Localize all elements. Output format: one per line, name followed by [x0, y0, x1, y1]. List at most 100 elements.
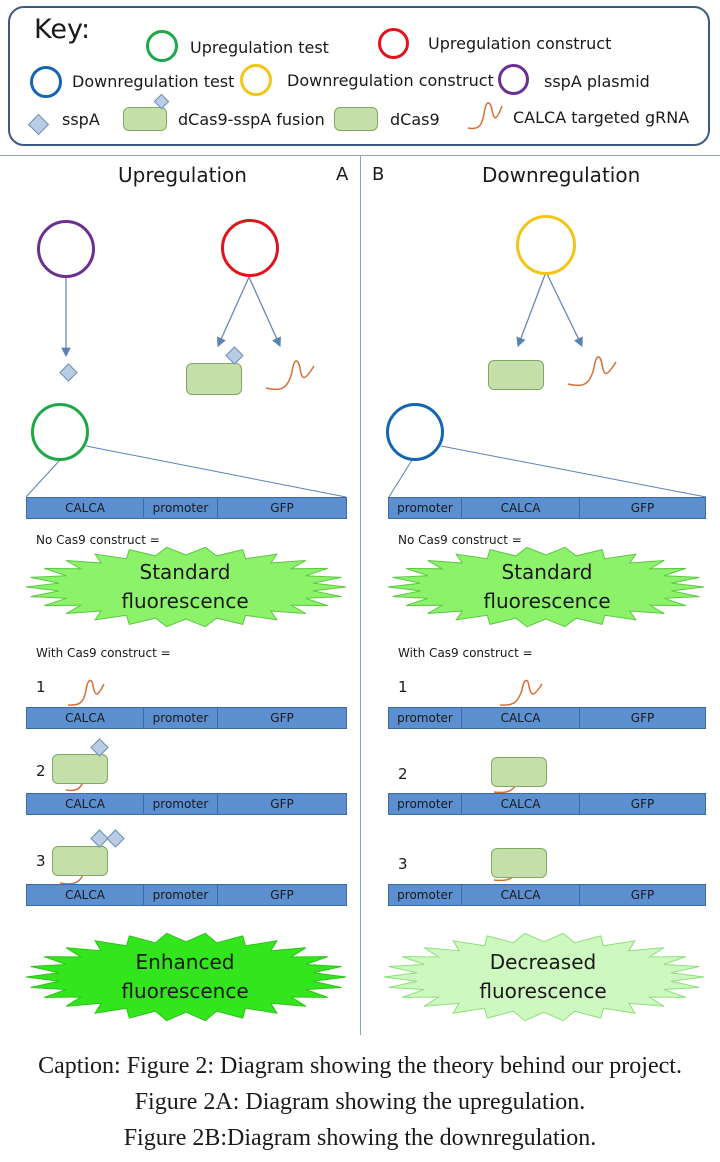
dcas9-sspa-fusion-a-2 [52, 754, 108, 784]
result-line2-b: fluorescence [479, 979, 607, 1003]
gene-bar-b-3: promoter CALCA GFP [388, 884, 706, 906]
standard-fluorescence-text-b: Standard fluorescence [452, 558, 642, 616]
dcas9-b-3 [491, 848, 547, 878]
dcas9-b [488, 360, 544, 390]
bar-segment: GFP [630, 711, 655, 725]
upregulation-test-icon [146, 30, 178, 62]
sspa-plasmid-icon [498, 64, 529, 95]
key-label-dcas9: dCas9 [390, 110, 440, 129]
standard-line2-b: fluorescence [483, 589, 611, 613]
panel-b-letter: B [372, 164, 385, 185]
dcas9-b-2 [491, 757, 547, 787]
standard-line2-a: fluorescence [121, 589, 249, 613]
zoom-line-a-right [85, 445, 347, 498]
bar-segment: promoter [144, 794, 218, 814]
downregulation-test-circle [386, 403, 444, 461]
key-label-sspa-plasmid: sspA plasmid [544, 72, 650, 91]
result-line1-b: Decreased [489, 950, 597, 974]
grna-squiggle-a-top [265, 360, 315, 391]
gene-bar-a-1: CALCA promoter GFP [26, 707, 347, 729]
step-2-number-b: 2 [398, 765, 408, 783]
standard-line1-b: Standard [501, 560, 593, 584]
key-label-fusion: dCas9-sspA fusion [178, 110, 325, 129]
no-cas9-label-a: No Cas9 construct = [36, 533, 160, 547]
bar-segment: CALCA [462, 885, 580, 905]
downregulation-construct-circle [516, 215, 576, 275]
result-line2-a: fluorescence [121, 979, 249, 1003]
bar-segment: GFP [630, 797, 655, 811]
decreased-fluorescence-text: Decreased fluorescence [448, 948, 638, 1006]
step-3-number-b: 3 [398, 855, 408, 873]
zoom-line-b-right [440, 445, 707, 498]
construct-arrow-right [248, 276, 281, 348]
bar-segment: promoter [144, 885, 218, 905]
step-1-number-a: 1 [36, 678, 46, 696]
key-label-up-test: Upregulation test [190, 38, 329, 57]
construct-arrow-left [217, 276, 250, 348]
zoom-line-b-left [388, 459, 413, 498]
key-label-grna: CALCA targeted gRNA [513, 108, 690, 127]
key-label-down-construct: Downregulation construct [287, 71, 494, 90]
with-cas9-label-b: With Cas9 construct = [398, 646, 533, 660]
bar-segment: promoter [389, 794, 462, 814]
gene-bar-b-main: promoter CALCA GFP [388, 497, 706, 519]
grna-squiggle-b-top [567, 356, 617, 387]
bar-segment: promoter [144, 498, 218, 518]
dcas9-sspa-fusion-icon [123, 107, 167, 131]
caption-line-1: Caption: Figure 2: Diagram showing the t… [38, 1053, 682, 1079]
bar-segment: CALCA [462, 498, 580, 518]
bar-segment: CALCA [27, 498, 144, 518]
standard-line1-a: Standard [139, 560, 231, 584]
caption-line-3: Figure 2B:Diagram showing the downregula… [123, 1125, 597, 1151]
down-construct-arrow-right [545, 271, 583, 348]
bar-segment: GFP [270, 888, 294, 902]
downregulation-construct-icon [240, 64, 272, 96]
key-label-up-construct: Upregulation construct [428, 34, 612, 53]
decreased-fluorescence-burst [383, 932, 705, 1022]
bar-segment: CALCA [27, 885, 144, 905]
upregulation-construct-circle [221, 219, 279, 277]
bar-segment: CALCA [462, 794, 580, 814]
bar-segment: GFP [630, 501, 655, 515]
caption-line-2: Figure 2A: Diagram showing the upregulat… [134, 1089, 586, 1115]
standard-fluorescence-burst-a [25, 546, 347, 628]
gene-bar-b-2: promoter CALCA GFP [388, 793, 706, 815]
bar-segment: CALCA [462, 708, 580, 728]
panel-a-letter: A [336, 164, 349, 185]
no-cas9-label-b: No Cas9 construct = [398, 533, 522, 547]
upregulation-construct-icon [378, 28, 409, 59]
step-1-number-b: 1 [398, 678, 408, 696]
enhanced-fluorescence-text: Enhanced fluorescence [90, 948, 280, 1006]
key-label-sspa: sspA [62, 110, 100, 129]
panel-b-title: Downregulation [482, 163, 641, 187]
grna-squiggle-a-1 [67, 679, 105, 706]
bar-segment: GFP [270, 501, 294, 515]
panel-a-title: Upregulation [118, 163, 247, 187]
with-cas9-label-a: With Cas9 construct = [36, 646, 171, 660]
bar-segment: promoter [389, 885, 462, 905]
gene-bar-a-main: CALCA promoter GFP [26, 497, 347, 519]
grna-icon [467, 102, 503, 130]
gene-bar-b-1: promoter CALCA GFP [388, 707, 706, 729]
down-construct-arrow-left [516, 271, 547, 348]
step-3-number-a: 3 [36, 852, 46, 870]
dcas9-sspa-fusion-a-3 [52, 846, 108, 876]
step-2-number-a: 2 [36, 762, 46, 780]
gene-bar-a-2: CALCA promoter GFP [26, 793, 347, 815]
sspa-plasmid-circle [37, 220, 95, 278]
downregulation-test-icon [30, 66, 62, 98]
bar-segment: promoter [389, 708, 462, 728]
standard-fluorescence-text-a: Standard fluorescence [90, 558, 280, 616]
bar-segment: promoter [389, 498, 462, 518]
bar-segment: CALCA [27, 794, 144, 814]
bar-segment: GFP [270, 797, 294, 811]
dcas9-sspa-fusion-a [186, 363, 242, 395]
standard-fluorescence-burst-b [387, 546, 705, 628]
bar-segment: promoter [144, 708, 218, 728]
key-label-down-test: Downregulation test [72, 72, 235, 91]
result-line1-a: Enhanced [135, 950, 235, 974]
bar-segment: GFP [270, 711, 294, 725]
dcas9-icon [334, 107, 378, 131]
panel-divider [360, 155, 361, 1035]
